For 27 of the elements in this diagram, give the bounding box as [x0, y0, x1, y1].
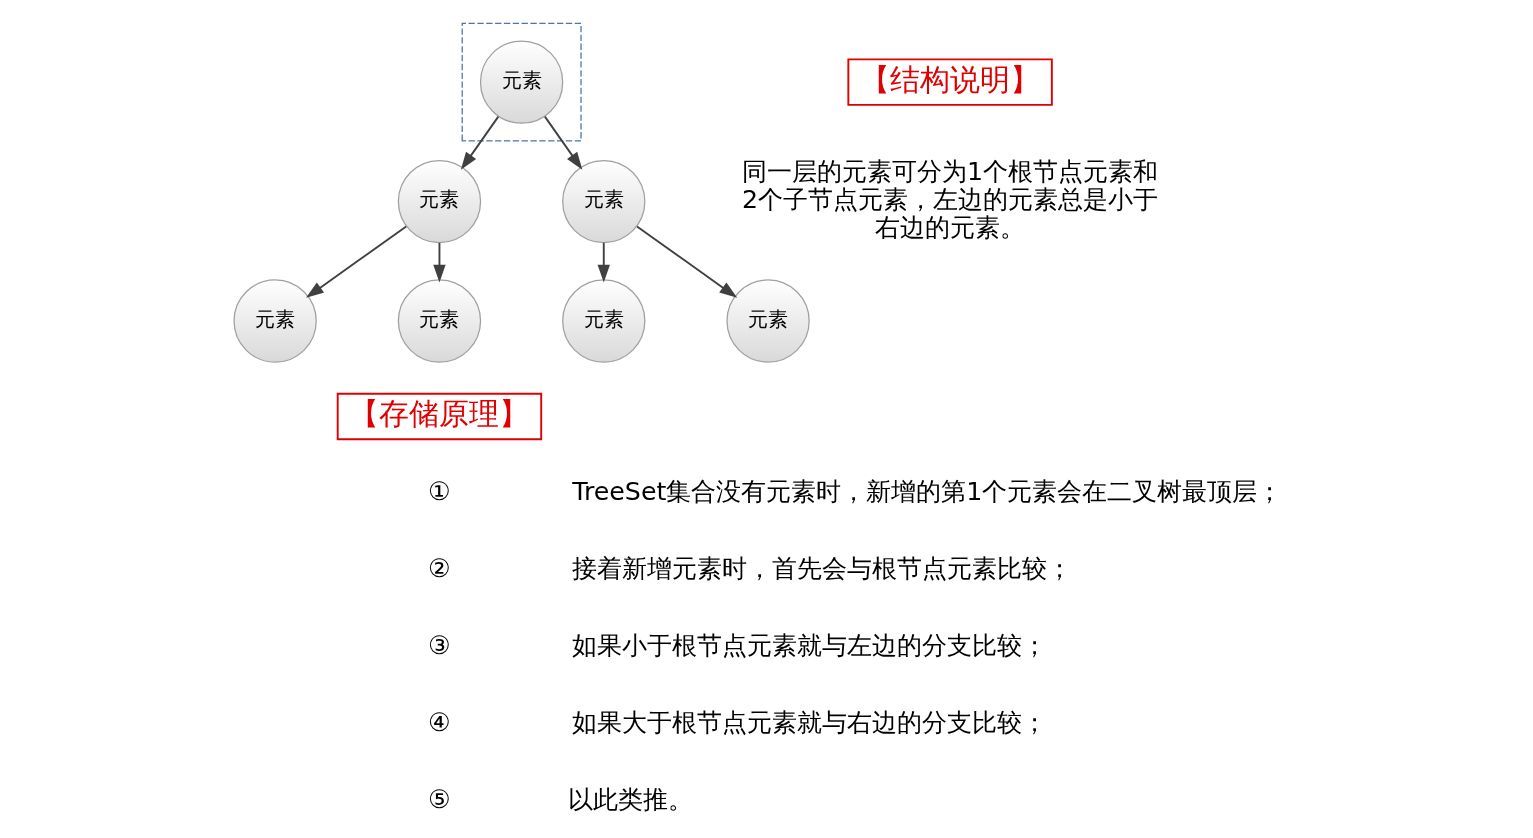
label: ①: [428, 476, 451, 506]
node-circle: 元素: [479, 40, 564, 124]
node-circle: 元素: [397, 279, 482, 363]
arrow: [306, 225, 408, 298]
label: 如果小于根节点元素就与左边的分支比较；: [572, 631, 1048, 661]
label: 以此类推。: [567, 785, 693, 815]
node-circle: 元素: [397, 159, 482, 244]
node-circle: 元素: [562, 279, 646, 363]
label: TreeSet集合没有元素时，新增的第1个元素会在二叉树最顶层；: [572, 476, 1283, 506]
arrow: [636, 225, 738, 298]
node-box: 【结构说明】: [847, 58, 1053, 106]
label: 接着新增元素时，首先会与根节点元素比较；: [572, 554, 1073, 583]
label: ④: [428, 708, 451, 738]
node-circle: 元素: [726, 279, 810, 363]
node-circle: 元素: [562, 159, 646, 244]
label: 如果大于根节点元素就与右边的分支比较；: [572, 708, 1048, 738]
label: ⑤: [428, 785, 451, 815]
arrow: [433, 241, 446, 283]
cluster: [461, 22, 582, 142]
arrow: [460, 115, 500, 170]
label: ③: [428, 631, 451, 661]
node-circle: 元素: [233, 279, 317, 363]
label: ②: [428, 554, 451, 583]
label: 同一层的元素可分为1个根节点元素和2个子节点元素，左边的元素总是小于右边的元素。: [742, 157, 1159, 242]
arrow: [543, 115, 583, 170]
arrow: [597, 241, 610, 283]
node-box: 【存储原理】: [336, 392, 543, 441]
